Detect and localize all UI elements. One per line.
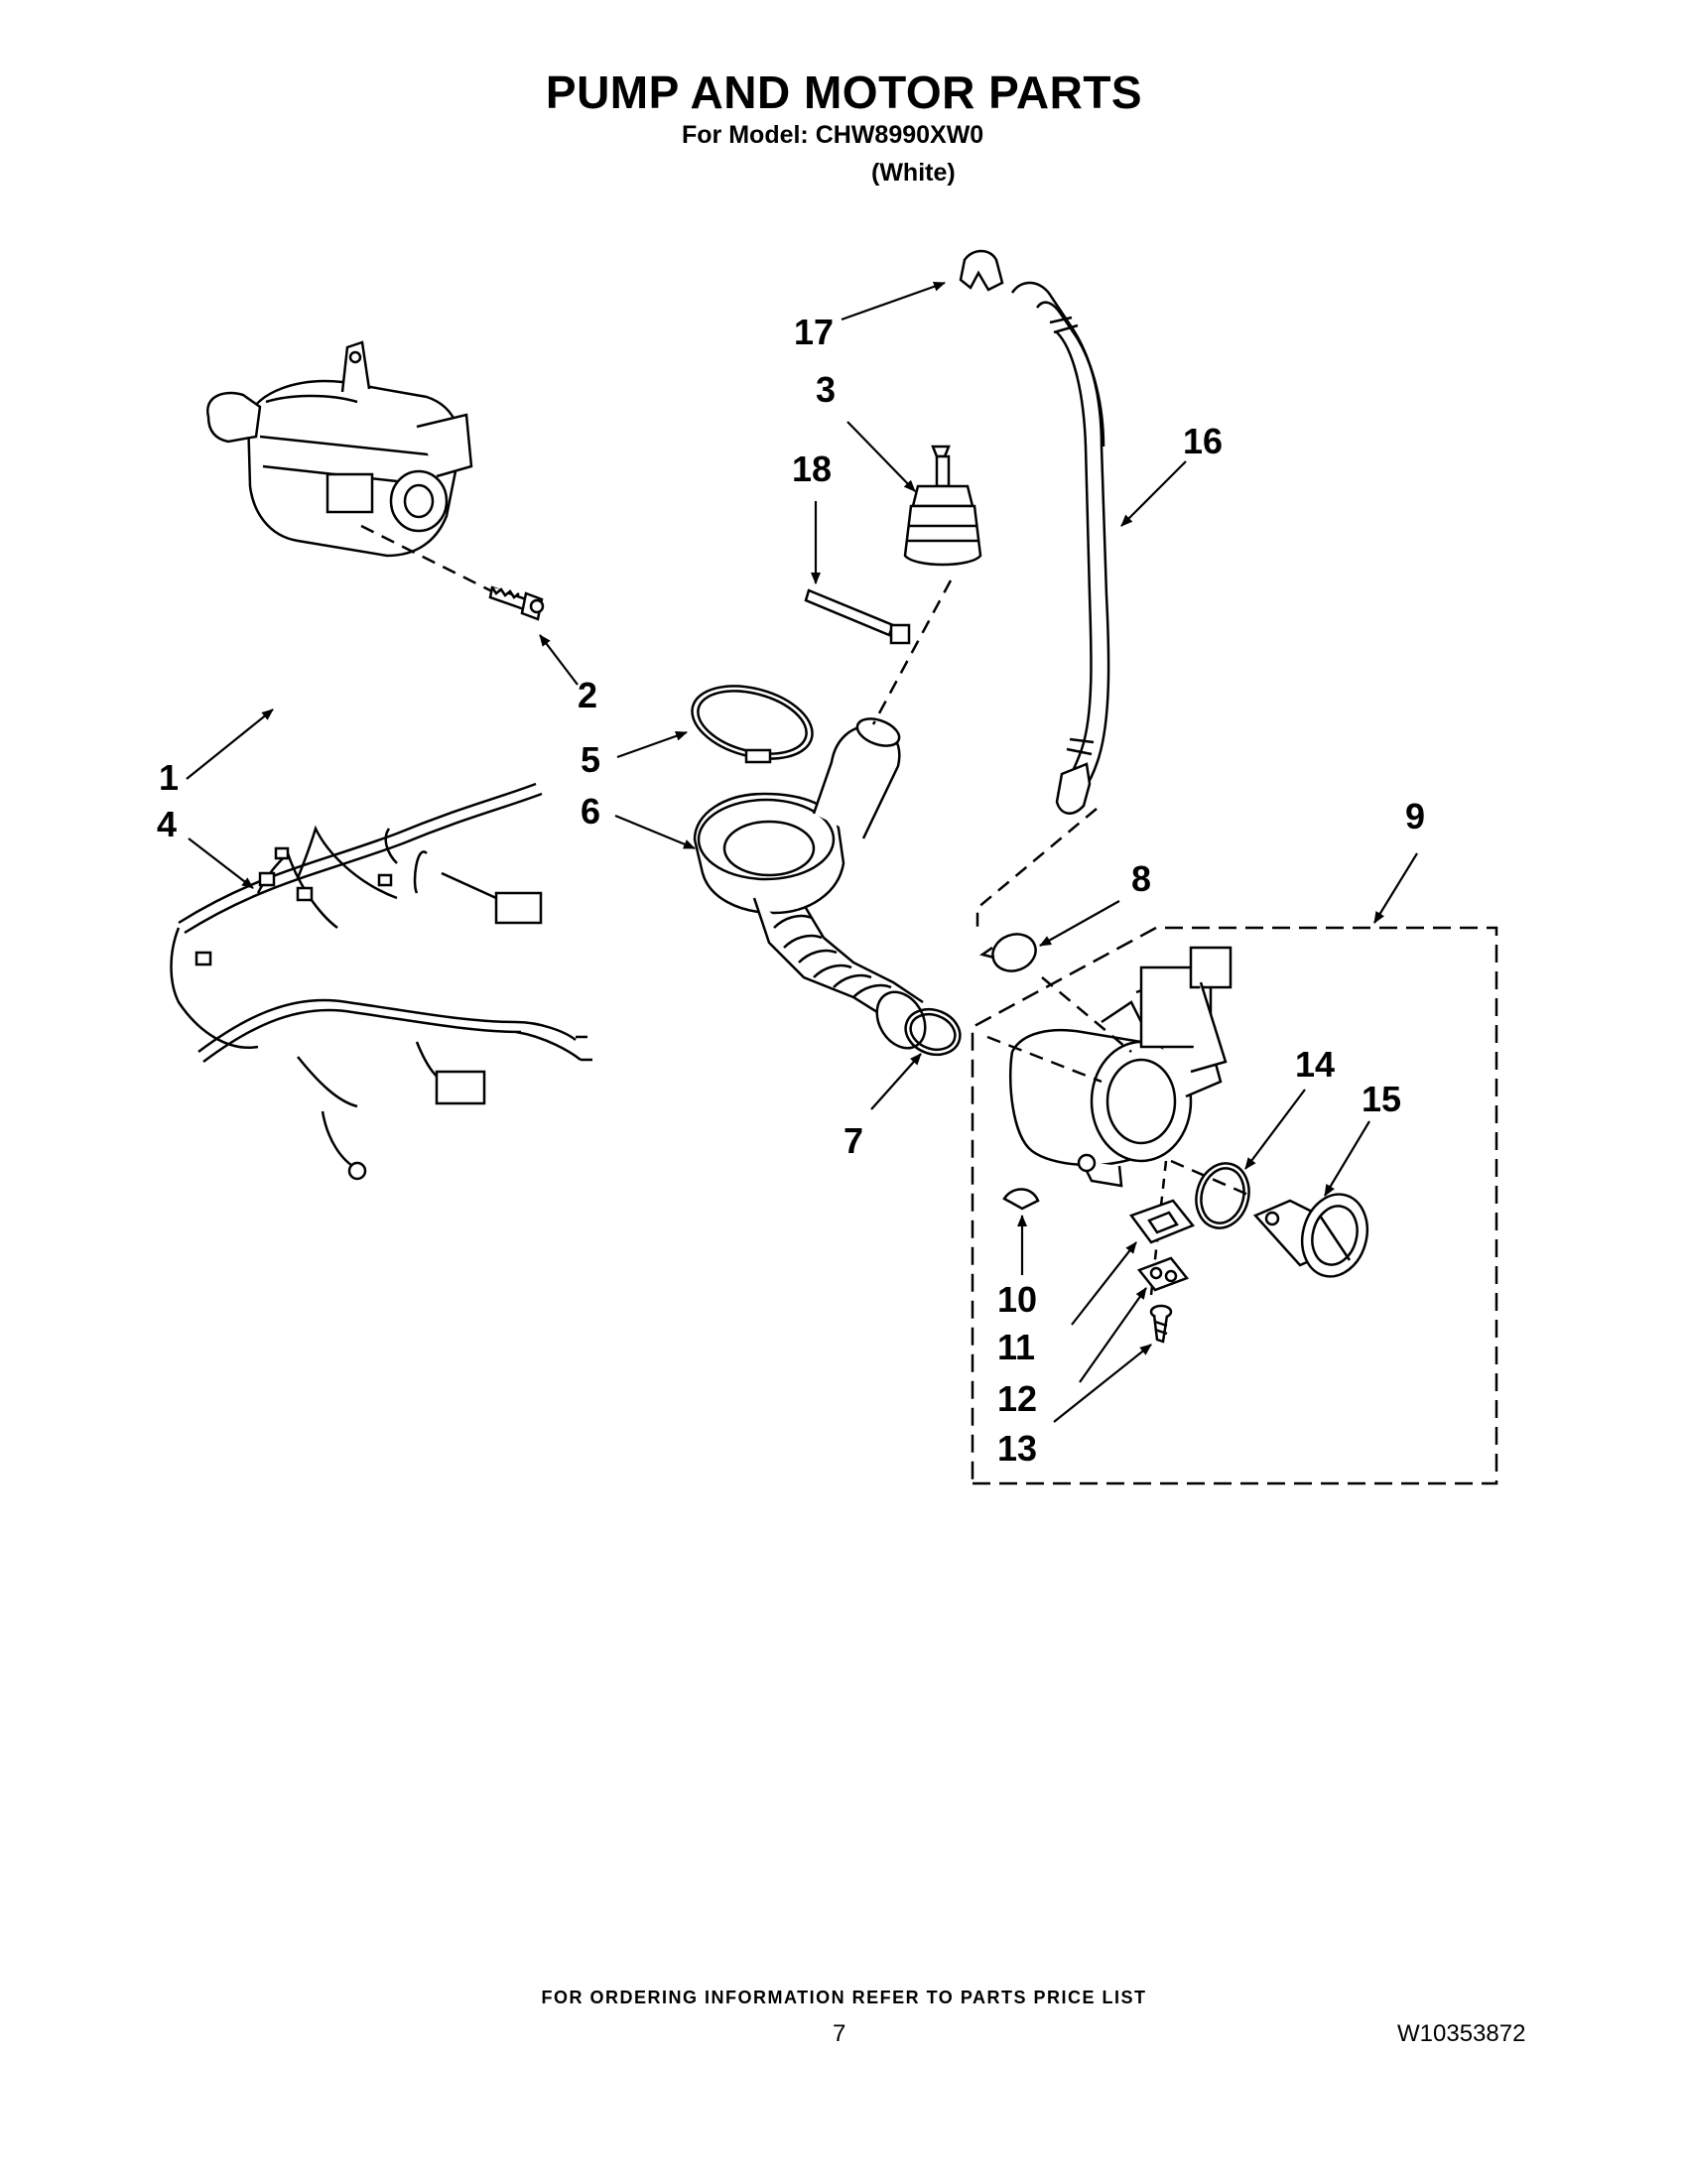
- leader-arrow-6: [614, 814, 696, 850]
- callout-17: 17: [794, 312, 834, 352]
- leader-arrow-12: [1079, 1287, 1147, 1383]
- callout-14: 14: [1295, 1044, 1335, 1085]
- leader-arrow-7: [870, 1053, 922, 1110]
- pump-filter-part: [1252, 1193, 1369, 1278]
- callout-13: 13: [997, 1428, 1037, 1469]
- callout-10: 10: [997, 1279, 1037, 1320]
- pump-dashed-line-left: [986, 1035, 1103, 1084]
- color-note: (White): [871, 159, 956, 187]
- callout-9: 9: [1405, 796, 1425, 836]
- ordering-note: FOR ORDERING INFORMATION REFER TO PARTS …: [541, 1988, 1147, 2007]
- clamp-part: [691, 685, 814, 764]
- page-number: 7: [833, 2020, 846, 2047]
- dome-dashed-line: [871, 579, 953, 725]
- callout-6: 6: [581, 791, 600, 832]
- pump-assembly-outline: [971, 926, 1498, 1485]
- leader-arrow-9: [1373, 852, 1418, 924]
- callout-16: 16: [1183, 421, 1223, 461]
- screw-part: [1149, 1304, 1173, 1344]
- motor-bolt-part: [488, 585, 545, 621]
- hose-clamp-ring-part: [904, 1007, 962, 1057]
- tub-to-pump-hose-part: [693, 717, 927, 1050]
- leader-arrow-17: [841, 281, 946, 321]
- leader-arrow-3: [846, 421, 916, 492]
- drain-hose-part: [1010, 281, 1110, 815]
- leader-arrow-8: [1039, 900, 1120, 947]
- cable-tie-part: [804, 588, 911, 645]
- pressure-dome-part: [903, 445, 982, 567]
- leader-arrow-16: [1120, 460, 1187, 527]
- drive-motor-part: [206, 340, 473, 558]
- leader-arrow-2: [539, 634, 579, 686]
- drain-dashed-line: [975, 808, 1098, 933]
- callout-7: 7: [844, 1120, 863, 1161]
- o-ring-part: [1195, 1162, 1250, 1229]
- leader-arrows: [186, 281, 1418, 1423]
- callout-1: 1: [159, 757, 179, 798]
- retainer-clip-part: [1002, 1188, 1040, 1211]
- callout-18: 18: [792, 449, 832, 489]
- callout-3: 3: [816, 369, 836, 410]
- callout-11: 11: [997, 1327, 1035, 1367]
- leader-arrow-1: [186, 708, 274, 780]
- document-number: W10353872: [1397, 2020, 1526, 2047]
- leader-arrow-13: [1053, 1344, 1152, 1423]
- leader-arrow-4: [188, 837, 254, 889]
- callout-2: 2: [578, 675, 597, 715]
- pump-dashed-line-right: [1170, 1159, 1251, 1198]
- callout-8: 8: [1131, 858, 1151, 899]
- hose-clip-part: [959, 249, 1004, 292]
- callout-12: 12: [997, 1378, 1037, 1419]
- pump-dashed-line-upper: [1041, 976, 1132, 1053]
- leader-arrow-11: [1071, 1241, 1137, 1326]
- page-title: PUMP AND MOTOR PARTS: [545, 66, 1143, 118]
- callout-15: 15: [1362, 1079, 1401, 1119]
- wire-harness-part: [170, 782, 592, 1181]
- seal-pad-part: [1128, 1199, 1196, 1244]
- model-subtitle: For Model: CHW8990XW0: [682, 121, 984, 149]
- clip-part: [979, 933, 1037, 972]
- drain-pump-part: [1008, 946, 1233, 1188]
- bolt-dashed-line: [360, 524, 493, 593]
- bracket-part: [1136, 1256, 1190, 1292]
- leader-arrow-14: [1244, 1089, 1306, 1170]
- leader-arrow-5: [616, 730, 688, 759]
- leader-arrow-15: [1324, 1120, 1370, 1197]
- callout-5: 5: [581, 739, 600, 780]
- callout-4: 4: [157, 804, 177, 844]
